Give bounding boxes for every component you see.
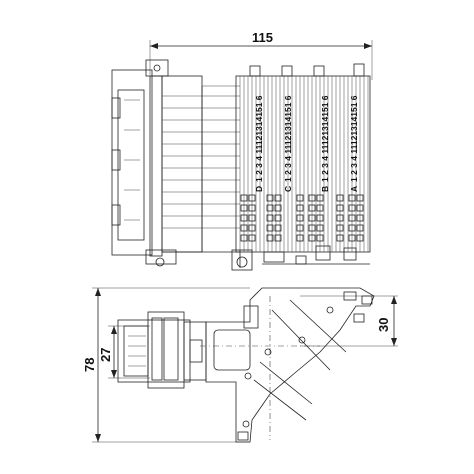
terminal-screw (316, 234, 324, 242)
terminal-screw (336, 194, 344, 202)
terminal-screw (308, 204, 316, 212)
terminal-screw (356, 204, 364, 212)
dimension-height-right: 30 (300, 295, 398, 347)
terminal-screw (348, 234, 356, 242)
terminal-screw (274, 194, 282, 202)
terminal-screw (274, 224, 282, 232)
terminal-screw (348, 224, 356, 232)
terminal-screw (296, 224, 304, 232)
terminal-screw (296, 194, 304, 202)
terminal-number-text-b: 1 2 3 4 11121314151 6 (320, 95, 330, 182)
terminal-screw (296, 204, 304, 212)
terminal-screw (274, 214, 282, 222)
terminal-screw (308, 194, 316, 202)
left-housing (111, 59, 203, 267)
terminal-letter-a: A (349, 186, 359, 192)
dimension-height-total: 78 (82, 287, 250, 443)
terminal-screw (296, 214, 304, 222)
terminal-screw (240, 234, 248, 242)
terminal-screw (248, 194, 256, 202)
terminal-screw (348, 194, 356, 202)
cable-lines (162, 85, 240, 253)
terminal-screw (356, 234, 364, 242)
terminal-screw (316, 204, 324, 212)
terminal-screw (274, 234, 282, 242)
terminal-screw (336, 214, 344, 222)
terminal-screw (316, 194, 324, 202)
terminal-screw (248, 214, 256, 222)
terminal-screw (248, 234, 256, 242)
terminal-screw (356, 224, 364, 232)
terminal-labels: 1 2 3 4 11121314151 6 D 1 2 3 4 11121314… (254, 95, 359, 192)
terminal-screw (336, 204, 344, 212)
terminal-screw (296, 234, 304, 242)
terminal-screw (336, 234, 344, 242)
terminal-screw (240, 224, 248, 232)
terminal-letter-d: D (254, 186, 264, 192)
terminal-screw (274, 204, 282, 212)
terminal-letter-b: B (320, 186, 330, 192)
terminal-number-text-c: 1 2 3 4 11121314151 6 (283, 95, 293, 182)
terminal-region (231, 63, 371, 271)
terminal-screw (308, 224, 316, 232)
terminal-letter-c: C (283, 186, 293, 192)
terminal-screw (336, 224, 344, 232)
terminal-screw (240, 214, 248, 222)
terminal-screw (308, 214, 316, 222)
terminal-screw (266, 214, 274, 222)
connector-body (117, 311, 207, 389)
terminal-screw (240, 204, 248, 212)
terminal-screw (348, 204, 356, 212)
terminal-screw (266, 234, 274, 242)
terminal-screw (308, 234, 316, 242)
terminal-screw (266, 204, 274, 212)
terminal-screw (348, 214, 356, 222)
terminal-screw (266, 224, 274, 232)
terminal-screw (356, 214, 364, 222)
dimension-label-right-height: 30 (376, 318, 391, 332)
dimension-width-top: 115 (149, 30, 373, 80)
terminal-screw (316, 214, 324, 222)
strip-lines (239, 76, 369, 252)
terminal-screw (266, 194, 274, 202)
top-view: 115 (111, 30, 373, 271)
terminal-screws (240, 194, 364, 242)
terminal-number-text-a: 1 2 3 4 11121314151 6 (349, 95, 359, 182)
dimension-label-total-height: 78 (82, 358, 97, 372)
terminal-screw (248, 204, 256, 212)
dimension-label-width: 115 (252, 30, 273, 45)
terminal-screw (248, 224, 256, 232)
terminal-screw (316, 224, 324, 232)
terminal-screw (356, 194, 364, 202)
terminal-number-text-d: 1 2 3 4 11121314151 6 (254, 95, 264, 182)
side-view: 78 27 30 (82, 287, 398, 443)
bracket-plate (200, 287, 375, 443)
terminal-screw (240, 194, 248, 202)
dimension-label-inner-height: 27 (98, 348, 113, 362)
